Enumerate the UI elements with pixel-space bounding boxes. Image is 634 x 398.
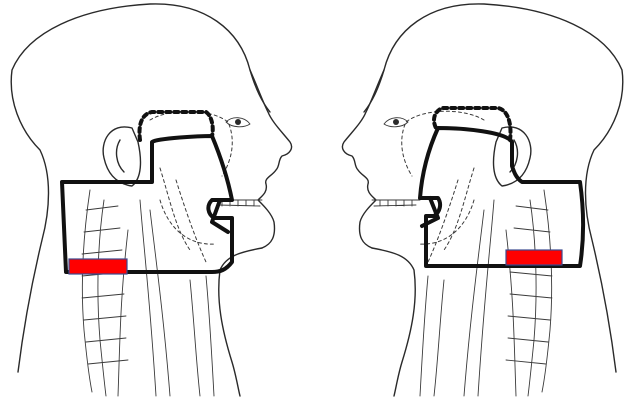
- left-brain-contour: [150, 111, 232, 176]
- left-vessels: [118, 200, 170, 396]
- right-red-marker: [506, 250, 562, 265]
- right-trachea: [420, 276, 444, 396]
- left-field-outline: [62, 136, 232, 272]
- right-cervical-spine: [506, 190, 552, 396]
- left-red-marker: [69, 259, 127, 274]
- right-head-profile: [342, 4, 622, 396]
- left-cervical-spine: [82, 190, 128, 396]
- right-field-outline: [420, 128, 583, 266]
- left-pharynx-contour: [160, 168, 206, 262]
- right-brain-contour: [402, 111, 484, 176]
- left-face-profile: [250, 70, 292, 248]
- right-vessels: [464, 200, 516, 396]
- left-head-profile: [11, 4, 291, 396]
- right-head-outline: [364, 4, 623, 372]
- left-trachea: [190, 276, 214, 396]
- left-pupil: [235, 119, 241, 125]
- right-mouth: [372, 200, 420, 206]
- right-neck-front: [372, 248, 415, 396]
- right-face-profile: [342, 70, 384, 248]
- right-pupil: [393, 119, 399, 125]
- left-ear: [103, 127, 140, 186]
